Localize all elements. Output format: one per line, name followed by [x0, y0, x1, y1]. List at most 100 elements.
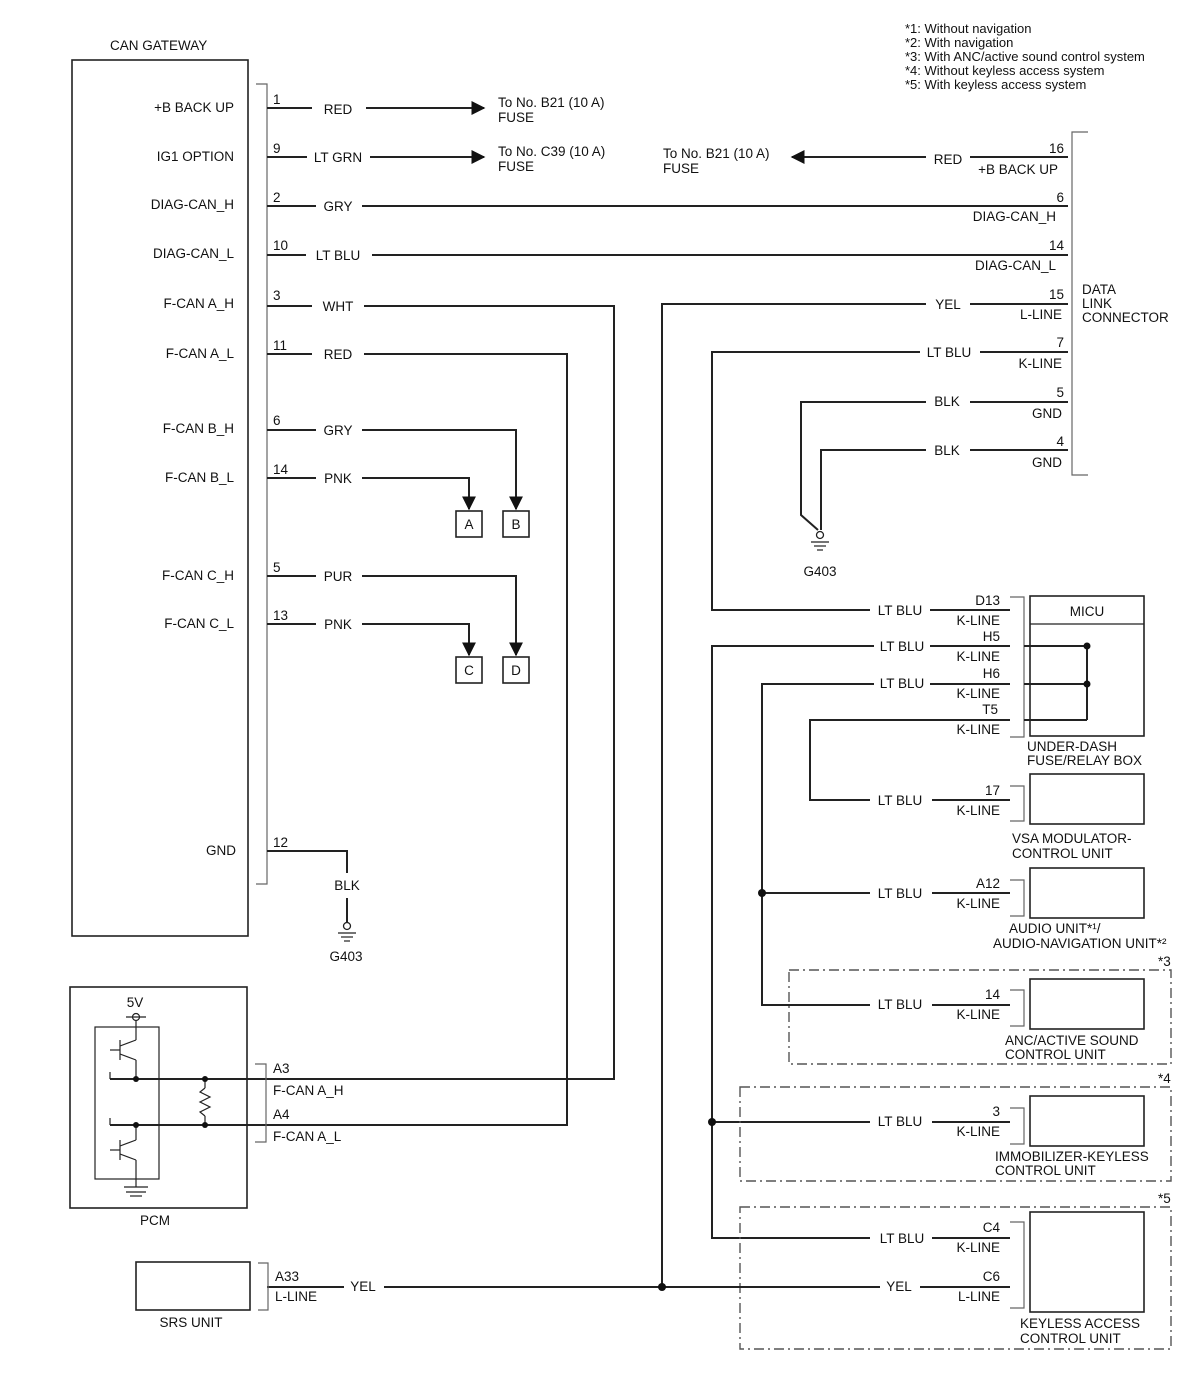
- dlc-pin-name: L-LINE: [1020, 307, 1062, 322]
- connector-a: [455, 510, 483, 538]
- dlc-pin-number: 16: [1049, 141, 1064, 156]
- gw-pin-number: 13: [273, 608, 288, 623]
- wire-blk-dlc-gnd-4: [820, 449, 1068, 530]
- wire-color-label: LT BLU: [880, 639, 925, 654]
- pcm-supply-label: 5V: [127, 995, 144, 1010]
- wire-color-label: WHT: [323, 299, 354, 314]
- keyless-option-note: *5: [1158, 1191, 1171, 1206]
- wire-color-label: LT BLU: [880, 1231, 925, 1246]
- dlc-pin-number: 4: [1056, 434, 1064, 449]
- wire-color-label: LT GRN: [314, 150, 362, 165]
- gw-pin-name: +B BACK UP: [154, 100, 234, 115]
- fuse-label: To No. C39 (10 A): [498, 144, 605, 159]
- connector-c-label: C: [464, 663, 474, 678]
- micu-pin-number: H6: [983, 666, 1000, 681]
- gw-pin-name: GND: [206, 843, 236, 858]
- wire-pnk-fcan-c-l: [267, 623, 469, 655]
- immobilizer-option-frame: [739, 1086, 1172, 1182]
- wire-yel-l-line: [661, 303, 1068, 1287]
- keyless-unit: *5 C4 K-LINE C6 L-LINE LT BLU YEL KEYLES…: [739, 1191, 1172, 1350]
- pcm: PCM A3 F-CAN A_H A4 F-CAN A_L 5V: [69, 986, 344, 1228]
- gw-pin-number: 12: [273, 835, 288, 850]
- dlc-pin-name: GND: [1032, 406, 1062, 421]
- immobilizer-unit-label: CONTROL UNIT: [995, 1163, 1096, 1178]
- anc-option-frame: [788, 969, 1172, 1065]
- gw-pin-name: F-CAN B_H: [163, 421, 234, 436]
- micu-pin-name: K-LINE: [956, 613, 1000, 628]
- micu-bracket: [1010, 596, 1025, 738]
- gateway-wires: [252, 108, 1068, 1126]
- micu-internal-bus: [1024, 645, 1088, 721]
- unit-pin-name: L-LINE: [958, 1289, 1000, 1304]
- connector-c: [455, 656, 483, 684]
- gw-pin-number: 9: [273, 141, 281, 156]
- wire-ltblu-k-line-d13: [711, 351, 1068, 611]
- dlc-pin-number: 15: [1049, 287, 1064, 302]
- keyless-option-frame: [739, 1206, 1172, 1350]
- junction-dot: [1083, 642, 1091, 650]
- wire-color-label: BLK: [334, 878, 360, 893]
- gw-pin-name: DIAG-CAN_H: [151, 197, 234, 212]
- can-gateway-connector-bracket: [256, 83, 268, 885]
- junction-dot: [202, 1122, 208, 1128]
- audio-unit-label: AUDIO-NAVIGATION UNIT*²: [993, 936, 1167, 951]
- immobilizer-unit-label: IMMOBILIZER-KEYLESS: [995, 1149, 1149, 1164]
- unit-bracket: [1010, 879, 1025, 917]
- immobilizer-option-note: *4: [1158, 1071, 1171, 1086]
- fuse-label: FUSE: [663, 161, 699, 176]
- anc-unit: *3 14 K-LINE LT BLU ANC/ACTIVE SOUND CON…: [788, 954, 1172, 1065]
- note-4: *4: Without keyless access system: [905, 63, 1104, 78]
- vsa-unit-box: [1029, 773, 1145, 825]
- pcm-pin-number: A4: [273, 1107, 290, 1122]
- micu: MICU UNDER-DASH FUSE/RELAY BOX D13 K-LIN…: [878, 593, 1145, 768]
- unit-pin-name: K-LINE: [956, 1007, 1000, 1022]
- wire-color-label: YEL: [886, 1279, 912, 1294]
- dlc-pin-name: +B BACK UP: [978, 162, 1058, 177]
- junction-dot: [1083, 680, 1091, 688]
- micu-title: MICU: [1070, 604, 1105, 619]
- gw-pin-name: F-CAN C_H: [162, 568, 234, 583]
- wire-color-label: RED: [324, 102, 353, 117]
- fuse-label: To No. B21 (10 A): [663, 146, 770, 161]
- connector-d-label: D: [511, 663, 521, 678]
- footnotes: *1: Without navigation *2: With navigati…: [905, 21, 1145, 92]
- wire-color-label: PUR: [324, 569, 353, 584]
- wire-color-label: RED: [934, 152, 963, 167]
- anc-unit-box: [1029, 978, 1145, 1030]
- gw-pin-name: F-CAN C_L: [164, 616, 234, 631]
- fuse-label: FUSE: [498, 159, 534, 174]
- unit-bracket: [1010, 1221, 1025, 1309]
- gw-pin-number: 6: [273, 413, 281, 428]
- note-3: *3: With ANC/active sound control system: [905, 49, 1145, 64]
- ground-icon: [338, 921, 356, 942]
- dlc-pin-number: 14: [1049, 238, 1065, 253]
- keyless-unit-label: KEYLESS ACCESS: [1020, 1316, 1140, 1331]
- wire-unit-stub: [932, 799, 1010, 1239]
- junction-dot: [658, 1283, 666, 1291]
- wire-color-label: GRY: [323, 423, 352, 438]
- unit-pin-name: K-LINE: [956, 1240, 1000, 1255]
- gw-pin-name: F-CAN A_L: [166, 346, 235, 361]
- audio-unit-label: AUDIO UNIT*¹/: [1009, 921, 1101, 936]
- wire-pur-fcan-c-h: [267, 575, 516, 655]
- micu-box-label: UNDER-DASH: [1027, 739, 1117, 754]
- gw-pin-name: F-CAN A_H: [163, 296, 234, 311]
- wire-red-fcan-a-l: [252, 353, 568, 1126]
- ground-icon: [811, 530, 829, 551]
- dlc-title: LINK: [1082, 296, 1112, 311]
- dlc-ground-label: G403: [803, 564, 836, 579]
- dlc-pin-number: 6: [1056, 190, 1064, 205]
- wire-color-label: BLK: [934, 443, 960, 458]
- wire-color-label: LT BLU: [316, 248, 361, 263]
- gw-pin-name: DIAG-CAN_L: [153, 246, 235, 261]
- l-line-wires: [267, 1283, 1010, 1291]
- immobilizer-unit-box: [1029, 1095, 1145, 1147]
- vsa-unit-label: CONTROL UNIT: [1012, 846, 1113, 861]
- connector-a-label: A: [464, 517, 473, 532]
- can-gateway: CAN GATEWAY +B BACK UP IG1 OPTION DIAG-C…: [71, 38, 605, 937]
- micu-pin-name: K-LINE: [956, 649, 1000, 664]
- unit-bracket: [1010, 989, 1025, 1027]
- wire-color-label: LT BLU: [880, 676, 925, 691]
- can-gateway-box: [71, 59, 249, 937]
